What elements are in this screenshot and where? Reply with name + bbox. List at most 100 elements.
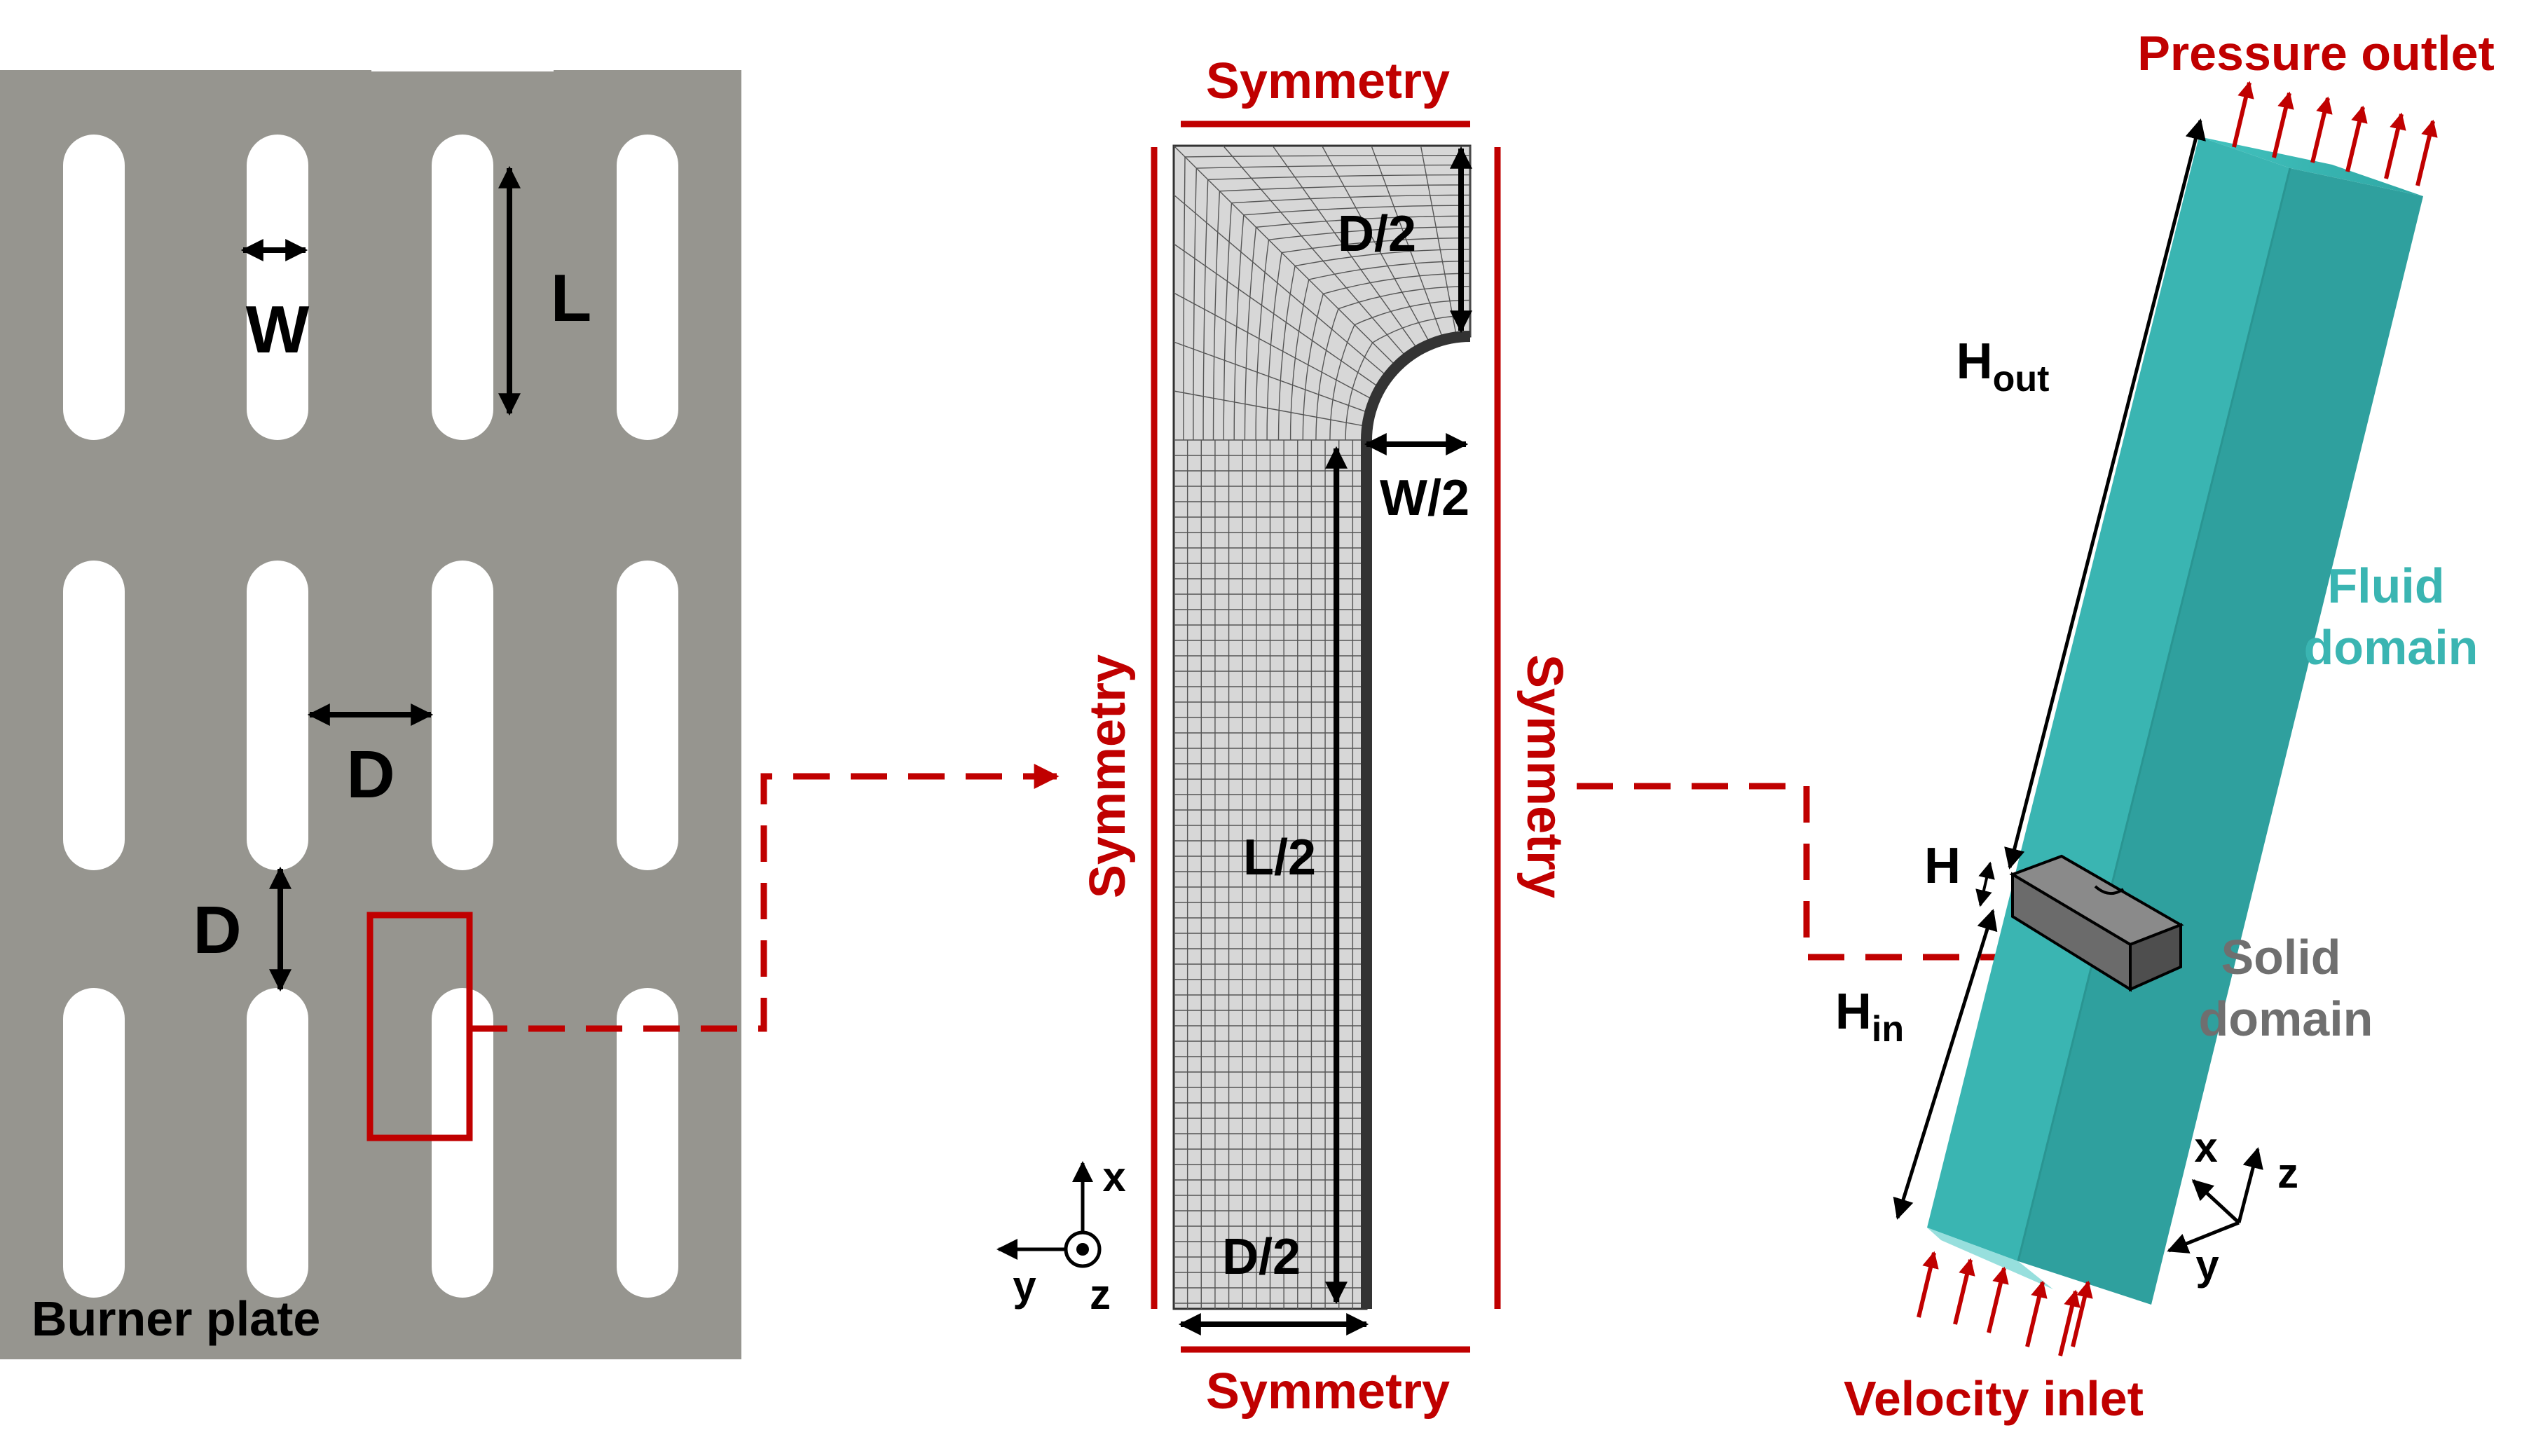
domain-axis-triad: x z y [2167,1124,2298,1289]
outlet-arrow-0 [2232,81,2254,148]
axis-z-label-right: z [2277,1150,2298,1197]
slot-0-1 [247,135,308,440]
mesh-contour [1302,273,1471,441]
outlet-arrow-1 [2272,91,2294,158]
dim-h-out-main: H [1956,334,1993,390]
mesh-contour [1202,174,1471,440]
axis-z-arrow-right [2237,1147,2263,1223]
slot-0-3 [617,135,678,440]
axis-x-label: x [1102,1153,1125,1200]
mesh-contour [1183,154,1470,441]
axis-y-label: y [1013,1263,1036,1310]
slot-0-2 [432,135,493,440]
fluid-domain-label-line1: Fluid [2327,558,2444,613]
mesh-contour [1244,215,1471,441]
mesh-contour [1345,315,1471,441]
axis-x-arrow-right [2191,1179,2240,1224]
mesh-ray [1173,292,1375,401]
plate-notch [371,62,554,71]
solid-block-side [2129,923,2182,992]
mesh-contour [1193,164,1470,440]
dim-w-label: W [246,292,310,367]
connector-arrow-1 [471,764,1060,1032]
mesh-ray [1371,145,1444,341]
mesh-ray [1173,341,1371,414]
inlet-arrow-0 [1917,1251,1939,1318]
mesh-ray [1173,145,1397,367]
dim-w-half-label: W/2 [1380,470,1469,526]
mesh-ray [1173,194,1389,378]
outlet-arrow-5 [2415,119,2438,186]
slot-0-0 [63,135,125,440]
mesh-ray [1272,145,1419,351]
dim-h-arrow [1975,861,1995,907]
dim-h-out-label: Hout [1956,334,2050,399]
mesh-ray [1173,243,1381,389]
velocity-inlet-label: Velocity inlet [1844,1371,2144,1426]
inlet-arrow-2 [1987,1266,2009,1333]
slot-1-3 [617,561,678,870]
inlet-arrow-4 [2058,1289,2081,1357]
fluid-domain-label-line2: domain [2304,620,2479,675]
mesh-contour [1212,184,1471,441]
dim-h-in-arrow [1893,909,1998,1220]
mesh-contour [1329,299,1471,441]
mesh-contour [1289,261,1471,441]
mesh-contour [1315,286,1471,441]
symmetry-label-top: Symmetry [1206,53,1450,109]
slot-2-1 [247,988,308,1298]
inlet-arrow-5 [2071,1280,2093,1347]
mesh-contour [1277,249,1471,441]
mesh-axis-triad: x y z [996,1153,1126,1318]
mesh-contour [1233,205,1471,441]
dim-l-half-label: L/2 [1243,830,1316,886]
axis-z-label: z [1090,1271,1111,1318]
dim-h-out-arrow [2004,118,2206,870]
slot-2-2 [432,988,493,1298]
outlet-arrow-4 [2384,112,2406,179]
fluid-domain-face-right [2018,168,2423,1305]
solid-domain-label-line2: domain [2199,991,2373,1046]
outlet-arrow-2 [2310,96,2333,163]
dim-d-half-bottom-label: D/2 [1222,1229,1301,1285]
slot-1-1 [247,561,308,870]
velocity-inlet-arrows [1917,1251,2093,1357]
slot-grid [63,135,678,1298]
axis-y-arrow-right [2167,1221,2240,1254]
symmetry-label-left: Symmetry [1080,654,1136,898]
slot-2-0 [63,988,125,1298]
dim-d-vertical-label: D [193,893,241,968]
axis-x-label-right: x [2194,1124,2217,1171]
symmetry-label-right: Symmetry [1516,654,1572,898]
outlet-arrow-3 [2345,105,2368,172]
solid-wall [1361,331,1471,1309]
computational-domain-panel: Hout H Hin Pressure outlet Velocity inle… [1835,26,2495,1426]
dim-h-in-sub: in [1872,1009,1904,1050]
axis-y-label-right: y [2195,1242,2219,1289]
pressure-outlet-arrows [2232,81,2438,186]
fluid-domain-top [2199,137,2423,196]
mesh-contour [1255,226,1471,441]
mesh-contour [1266,237,1471,441]
solid-block-notch [2094,885,2125,895]
pressure-outlet-label: Pressure outlet [2137,26,2495,81]
dim-h-label: H [1924,838,1961,894]
dim-d-horizontal-label: D [346,737,395,812]
dim-h-out-sub: out [1993,359,2050,399]
mesh-contour [1223,194,1471,441]
symmetry-label-bottom: Symmetry [1206,1364,1450,1420]
dim-h-in-label: Hin [1835,984,1904,1050]
burner-plate-panel: W L D D Burner plate [0,62,741,1359]
mesh-domain-panel: Symmetry Symmetry Symmetry Symmetry D/2 … [996,53,1572,1420]
dim-d-half-top-label: D/2 [1338,206,1416,262]
selection-box [366,912,473,1141]
mesh-ray [1321,145,1431,345]
mesh-ray [1222,145,1408,359]
slot-1-0 [63,561,125,870]
dim-h-in-main: H [1835,984,1872,1040]
inlet-arrow-3 [2025,1280,2048,1347]
burner-plate-caption: Burner plate [32,1291,320,1346]
mesh-grid [1172,144,1472,1310]
